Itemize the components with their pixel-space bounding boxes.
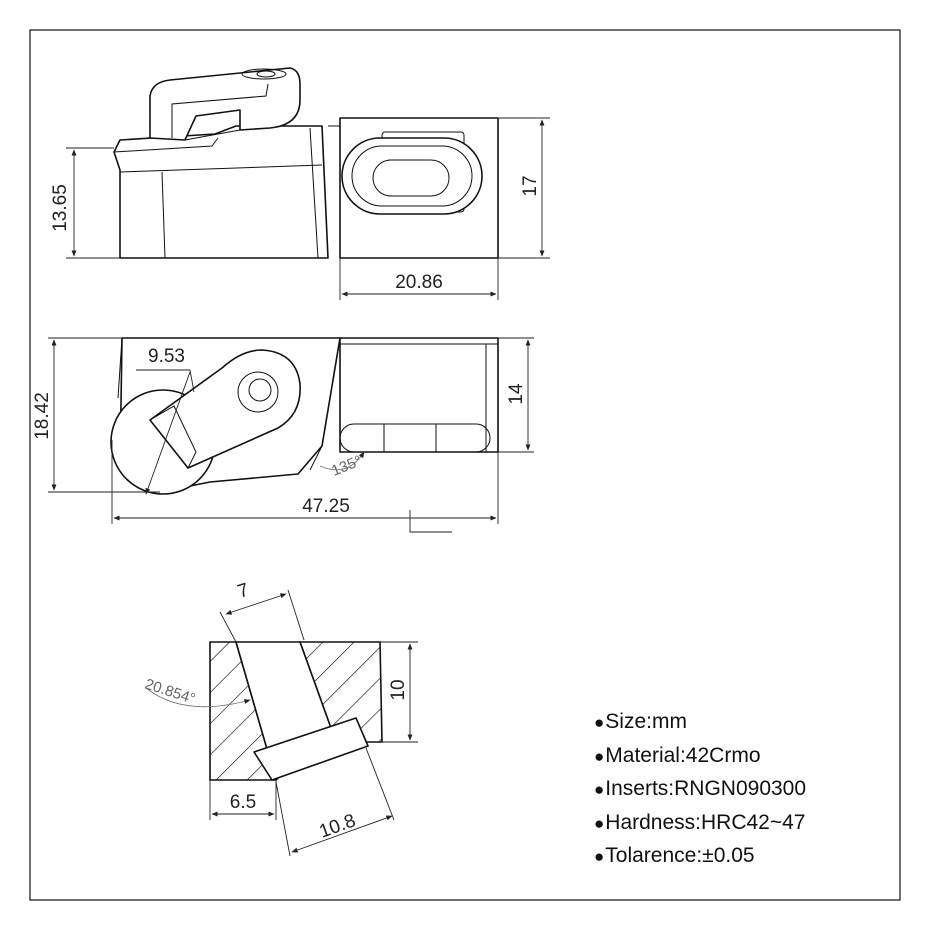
section-pad	[253, 717, 369, 781]
dim-top-block-height: 17	[520, 175, 541, 196]
section-view: 7 10 20.854° 6.5 10.8	[143, 580, 418, 857]
spec-item: ●Hardness:HRC42~47	[594, 810, 806, 834]
spec-item-text: Hardness:HRC42~47	[605, 810, 806, 834]
dim-chamfer-angle: 135°	[329, 452, 364, 479]
dim-pad-width: 9.53	[148, 346, 185, 367]
dim-section-width-top: 7	[235, 580, 252, 603]
drawing-frame	[29, 29, 901, 901]
spec-list: ●Size:mm ●Material:42Crmo ●Inserts:RNGN0…	[594, 705, 806, 873]
dim-section-width-bottom: 6.5	[230, 792, 256, 813]
dim-front-block-height: 14	[506, 383, 527, 405]
top-view: 13.65 17 20.86	[50, 67, 550, 300]
spec-item: ●Inserts:RNGN090300	[594, 777, 807, 800]
section-mark	[409, 510, 452, 533]
dim-top-height: 13.65	[50, 184, 71, 232]
spec-item-text: Material:42Crmo	[605, 743, 761, 767]
dim-front-width: 47.25	[302, 496, 350, 517]
spec-item-text: Tolarence:±0.05	[605, 844, 755, 867]
dim-section-angle: 20.854°	[143, 676, 198, 708]
spec-item: ●Tolarence:±0.05	[594, 844, 755, 867]
spec-item-text: Inserts:RNGN090300	[605, 777, 807, 800]
dim-top-block-width: 20.86	[395, 272, 443, 293]
spec-item: ●Material:42Crmo	[594, 743, 761, 767]
front-view: 135° 9.53 18.42 14 47.25	[32, 337, 534, 533]
dim-insert-width: 10.8	[317, 810, 359, 842]
front-view-insert-block	[339, 337, 499, 453]
spec-item-text: Size:mm	[605, 710, 687, 733]
spec-item: ●Size:mm	[594, 710, 687, 733]
top-view-body	[113, 125, 329, 259]
dim-section-height: 10	[388, 679, 409, 700]
dim-front-height: 18.42	[32, 392, 53, 440]
top-view-clamp-arm	[149, 67, 301, 141]
